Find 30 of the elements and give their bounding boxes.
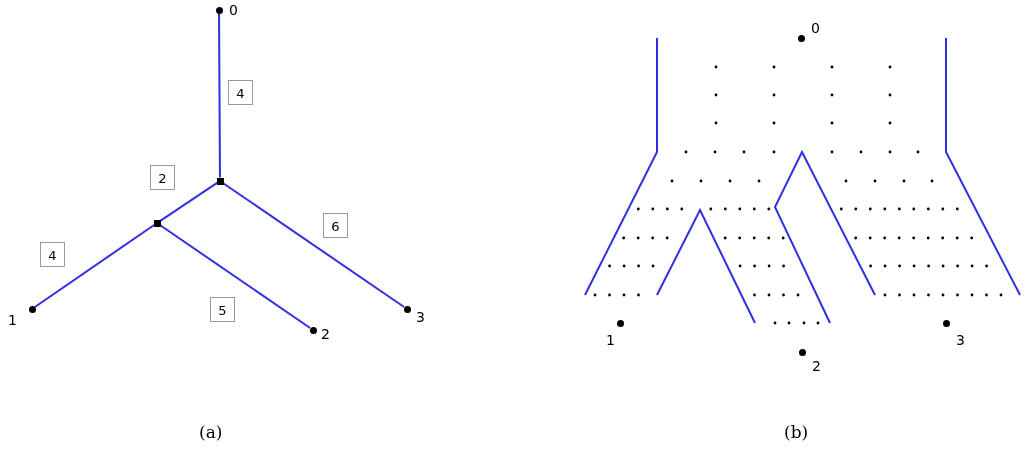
point-marker <box>616 319 624 327</box>
edge-line <box>218 12 221 179</box>
edge-label: 6 <box>323 213 348 238</box>
edge-line <box>221 182 406 308</box>
vertex-label: 0 <box>811 20 820 36</box>
edge-label: 2 <box>150 165 175 190</box>
point-marker <box>798 348 806 356</box>
vertex-label: 2 <box>812 358 821 374</box>
junction-square <box>216 177 224 185</box>
panel-caption: (a) <box>199 422 223 442</box>
point-marker <box>215 6 223 14</box>
vertex-label: 3 <box>956 332 965 348</box>
junction-square <box>153 219 161 227</box>
edge-label: 4 <box>228 80 253 105</box>
edge-label: 4 <box>40 242 65 267</box>
vertex-label: 2 <box>321 326 330 342</box>
edge-line <box>158 181 219 223</box>
point-marker <box>28 305 36 313</box>
point-marker <box>797 34 805 42</box>
vertex-label: 1 <box>8 312 17 328</box>
point-marker <box>403 305 411 313</box>
edge-line <box>33 224 156 308</box>
point-marker <box>942 319 950 327</box>
edge-line <box>158 224 312 329</box>
point-marker <box>309 326 317 334</box>
panel-caption: (b) <box>784 422 809 442</box>
vertex-label: 0 <box>229 2 238 18</box>
vertex-label: 1 <box>606 332 615 348</box>
vertex-label: 3 <box>416 309 425 325</box>
edge-label: 5 <box>210 297 235 322</box>
